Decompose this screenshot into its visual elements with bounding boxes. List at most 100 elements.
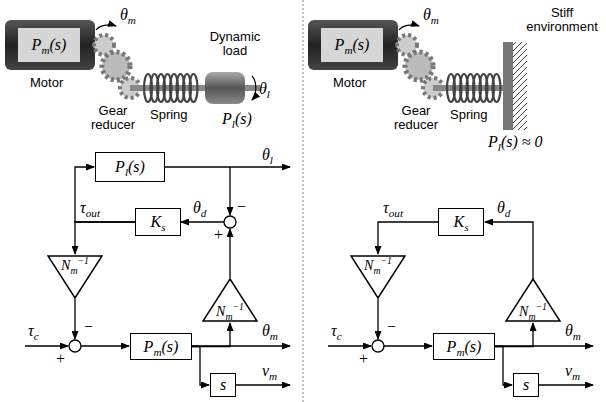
subscript: m: [344, 44, 352, 56]
block-box: Ks: [135, 208, 181, 236]
block-box: s: [210, 373, 236, 397]
signal-label: τout: [383, 199, 403, 217]
symbol: P: [335, 36, 345, 53]
block-text: Pm(s): [447, 338, 482, 356]
superscript: −1: [77, 255, 89, 266]
block-text: Nm−1: [61, 258, 89, 274]
part-label: Spring: [450, 108, 488, 122]
argument: (s): [235, 110, 252, 127]
block-text: s: [523, 376, 529, 394]
subscript: m: [456, 346, 464, 358]
argument: (s): [161, 338, 178, 355]
symbol: P: [32, 36, 42, 53]
subscript: l: [232, 118, 235, 130]
symbol: v: [565, 362, 572, 379]
part-label: Gear reducer: [385, 104, 447, 132]
signal-label: −: [386, 318, 397, 336]
subscript: m: [270, 330, 278, 342]
signal-label: Pl(s) ≈ 0: [488, 133, 543, 151]
block-text: Nm−1: [519, 304, 547, 320]
subscript: m: [431, 14, 439, 26]
part-label: Motor: [333, 76, 366, 90]
symbol: θ: [193, 199, 201, 216]
subscript: m: [225, 311, 232, 322]
symbol: θ: [565, 322, 573, 339]
symbol: τ: [80, 199, 86, 216]
triangle-shape: [203, 279, 257, 321]
symbol: N: [519, 304, 528, 319]
symbol: θ: [423, 6, 431, 23]
block-box: Ks: [438, 208, 484, 236]
signal-label: θl: [259, 80, 270, 98]
subscript: m: [573, 330, 581, 342]
symbol: P: [222, 110, 232, 127]
block-text: Pm(s): [144, 338, 179, 356]
symbol: P: [144, 338, 154, 355]
gain-triangle: Nm−1: [202, 278, 258, 322]
block-text: Ks: [150, 213, 165, 231]
symbol: P: [447, 338, 457, 355]
part-label: Stiff environment: [522, 6, 602, 34]
signal-label: vm: [565, 362, 580, 380]
signal-label: τc: [331, 322, 342, 340]
argument: (s): [352, 36, 369, 53]
triangle-shape: [48, 256, 102, 298]
gain-triangle: Nm−1: [47, 255, 103, 299]
triangle-shape: [506, 279, 560, 321]
subscript: m: [153, 346, 161, 358]
signal-connector: [495, 323, 533, 347]
argument: (s): [128, 158, 145, 175]
signal-label: θd: [497, 199, 510, 217]
subscript: l: [267, 88, 270, 100]
superscript: −1: [535, 301, 547, 312]
block-box: Pm(s): [433, 333, 495, 360]
symbol: θ: [262, 322, 270, 339]
argument: (s) ≈ 0: [501, 133, 543, 150]
signal-label: −: [236, 198, 247, 216]
part-label: Dynamic load: [203, 30, 267, 58]
symbol: N: [364, 258, 373, 273]
subscript: s: [464, 221, 468, 233]
symbol: τ: [331, 322, 337, 339]
subscript: m: [70, 265, 77, 276]
spring-coil: [190, 74, 198, 102]
superscript: −1: [380, 255, 392, 266]
symbol: θ: [262, 146, 270, 163]
part-label: Motor: [30, 76, 63, 90]
signal-label: vm: [262, 362, 277, 380]
signal-label: τc: [28, 322, 39, 340]
triangle-outline: [350, 255, 406, 299]
block-text: Nm−1: [364, 258, 392, 274]
argument: (s): [464, 338, 481, 355]
spring-coil: [493, 74, 501, 102]
gain-triangle: Nm−1: [350, 255, 406, 299]
subscript: m: [128, 14, 136, 26]
symbol: P: [488, 133, 498, 150]
signal-label: +: [358, 350, 369, 368]
subscript: d: [201, 207, 207, 219]
block-text: Pm(s): [32, 36, 67, 54]
block-text: Nm−1: [216, 304, 244, 320]
subscript: l: [270, 154, 273, 166]
symbol: P: [115, 158, 125, 175]
block-box: Pl(s): [95, 152, 165, 182]
symbol: τ: [383, 199, 389, 216]
motor-label-band: Pm(s): [321, 28, 383, 62]
subscript: d: [505, 207, 511, 219]
block-text: Pm(s): [335, 36, 370, 54]
symbol: N: [61, 258, 70, 273]
subscript: s: [161, 221, 165, 233]
signal-connector: [485, 222, 533, 279]
symbol: τ: [28, 322, 34, 339]
signal-connector: [495, 347, 512, 386]
motor-label-band: Pm(s): [18, 28, 80, 62]
subscript: m: [41, 44, 49, 56]
signal-connector: [75, 222, 135, 254]
signal-label: θm: [423, 6, 439, 24]
signal-label: −: [83, 318, 94, 336]
subscript: m: [269, 370, 277, 382]
part-label: Gear reducer: [82, 104, 144, 132]
signal-connector: [378, 222, 438, 254]
